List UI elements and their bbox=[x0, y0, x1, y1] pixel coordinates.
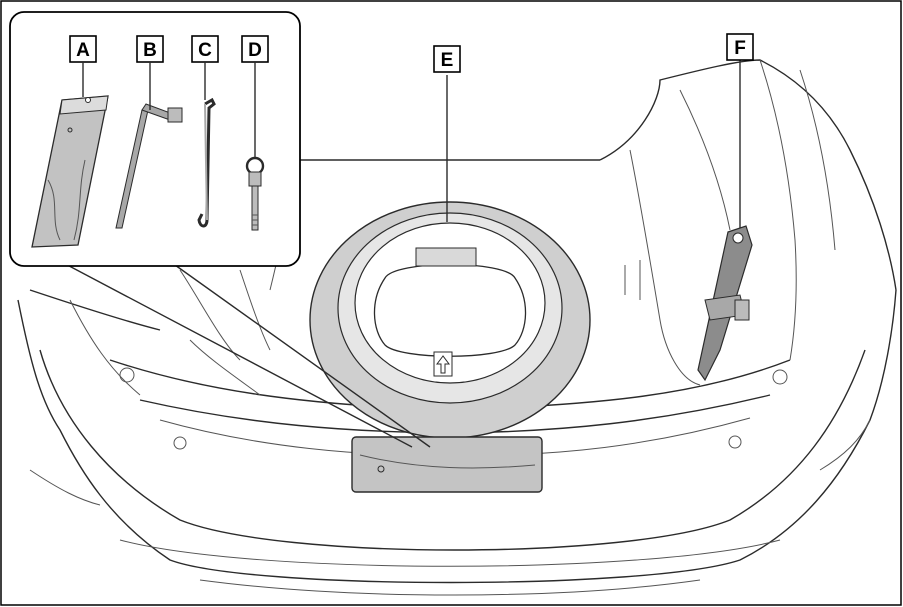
svg-text:D: D bbox=[248, 40, 262, 61]
spare-tire bbox=[309, 201, 591, 439]
jack bbox=[697, 225, 753, 382]
callout-lines bbox=[19, 60, 741, 448]
tool-tray bbox=[351, 436, 543, 493]
label-d: D bbox=[241, 35, 269, 63]
label-c: C bbox=[191, 35, 219, 63]
towing-eyelet bbox=[245, 156, 265, 231]
svg-text:F: F bbox=[734, 38, 746, 59]
svg-text:E: E bbox=[441, 50, 454, 71]
svg-text:B: B bbox=[143, 40, 157, 61]
jack-handle bbox=[197, 97, 216, 228]
label-f: F bbox=[726, 33, 754, 61]
svg-text:A: A bbox=[76, 40, 90, 61]
label-b: B bbox=[136, 35, 164, 63]
label-a: A bbox=[69, 35, 97, 63]
tool-bag bbox=[31, 95, 109, 248]
car-rear-body bbox=[17, 59, 897, 596]
svg-text:C: C bbox=[198, 40, 212, 61]
label-e: E bbox=[433, 45, 461, 73]
